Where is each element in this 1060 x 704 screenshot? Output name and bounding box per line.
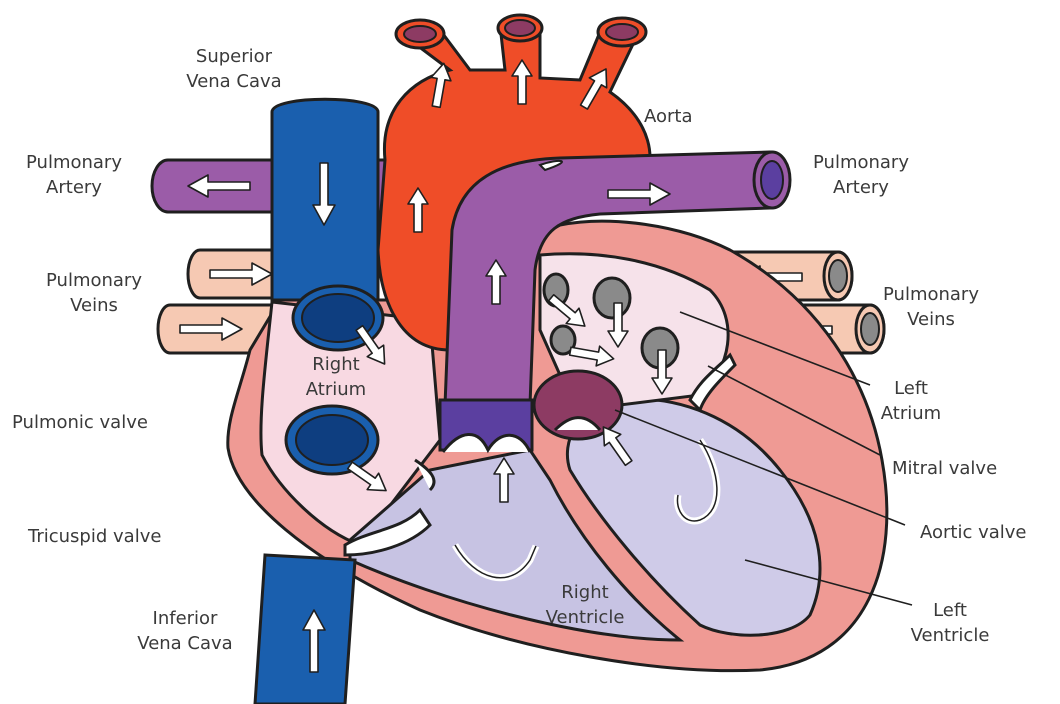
label-right-atrium: Right Atrium: [296, 352, 376, 402]
label-inferior-vena-cava: Inferior Vena Cava: [130, 606, 240, 656]
label-pulmonary-artery-left: Pulmonary Artery: [14, 150, 134, 200]
label-tricuspid-valve: Tricuspid valve: [28, 524, 161, 549]
label-left-atrium: Left Atrium: [866, 376, 956, 426]
label-pulmonary-veins-right: Pulmonary Veins: [866, 282, 996, 332]
label-aortic-valve: Aortic valve: [920, 520, 1027, 545]
label-pulmonic-valve: Pulmonic valve: [12, 410, 148, 435]
label-pulmonary-artery-right: Pulmonary Artery: [796, 150, 926, 200]
label-aorta: Aorta: [644, 104, 693, 129]
label-left-ventricle: Left Ventricle: [890, 598, 1010, 648]
label-mitral-valve: Mitral valve: [892, 456, 997, 481]
label-superior-vena-cava: Superior Vena Cava: [184, 44, 284, 94]
label-right-ventricle: Right Ventricle: [525, 580, 645, 630]
label-pulmonary-veins-left: Pulmonary Veins: [34, 268, 154, 318]
